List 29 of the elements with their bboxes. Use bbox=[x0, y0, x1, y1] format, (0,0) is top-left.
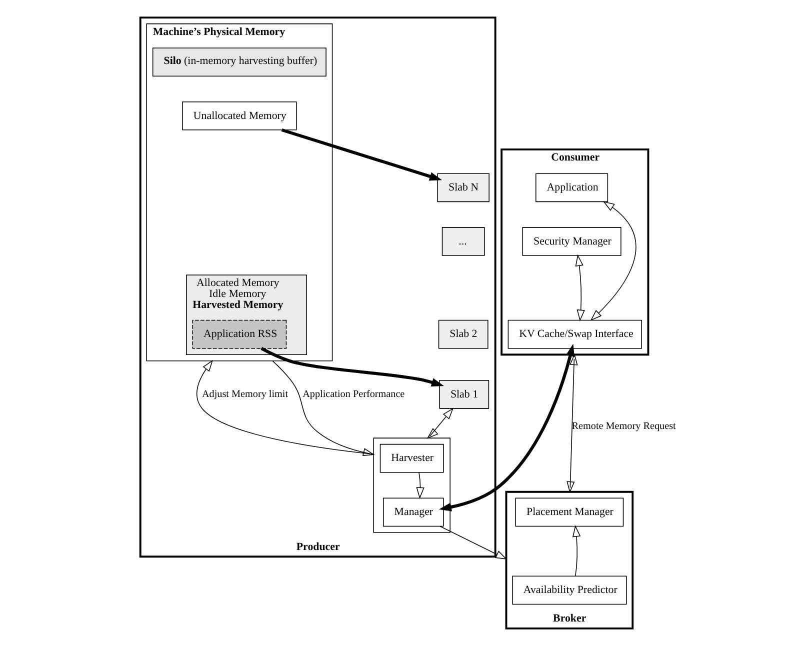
arrow bbox=[566, 353, 578, 494]
arrow bbox=[260, 347, 444, 387]
node-box: Availability Predictor bbox=[512, 576, 626, 605]
arrow bbox=[439, 526, 507, 560]
arrow bbox=[438, 344, 574, 512]
arrow bbox=[280, 128, 442, 181]
node-box: Slab N bbox=[436, 173, 489, 202]
node-box: Application RSS bbox=[192, 320, 286, 349]
node-box: Slab 2 bbox=[438, 320, 488, 349]
arrow bbox=[416, 472, 424, 499]
arrow bbox=[196, 360, 374, 455]
node-box: Placement Manager bbox=[514, 498, 624, 527]
node-box: Application bbox=[535, 173, 608, 202]
node-box: Slab 1 bbox=[438, 380, 489, 409]
edge-label: Adjust Memory limit bbox=[201, 389, 288, 400]
arrow bbox=[590, 201, 636, 321]
node-box: Security Manager bbox=[522, 227, 621, 256]
cluster bbox=[372, 438, 450, 533]
node-box: ... bbox=[441, 227, 484, 256]
arrow bbox=[574, 254, 584, 322]
edge-label: Application Performance bbox=[302, 389, 404, 400]
node-box: KV Cache/Swap Interface bbox=[507, 320, 642, 349]
arrow bbox=[572, 525, 580, 576]
node-box: Silo (in-memory harvesting buffer) bbox=[152, 48, 326, 76]
node-box: Harvester bbox=[379, 444, 444, 473]
node-box: Unallocated Memory bbox=[182, 101, 296, 130]
arrow bbox=[426, 408, 454, 439]
node-box: Manager bbox=[382, 498, 444, 527]
arrow bbox=[272, 360, 374, 456]
